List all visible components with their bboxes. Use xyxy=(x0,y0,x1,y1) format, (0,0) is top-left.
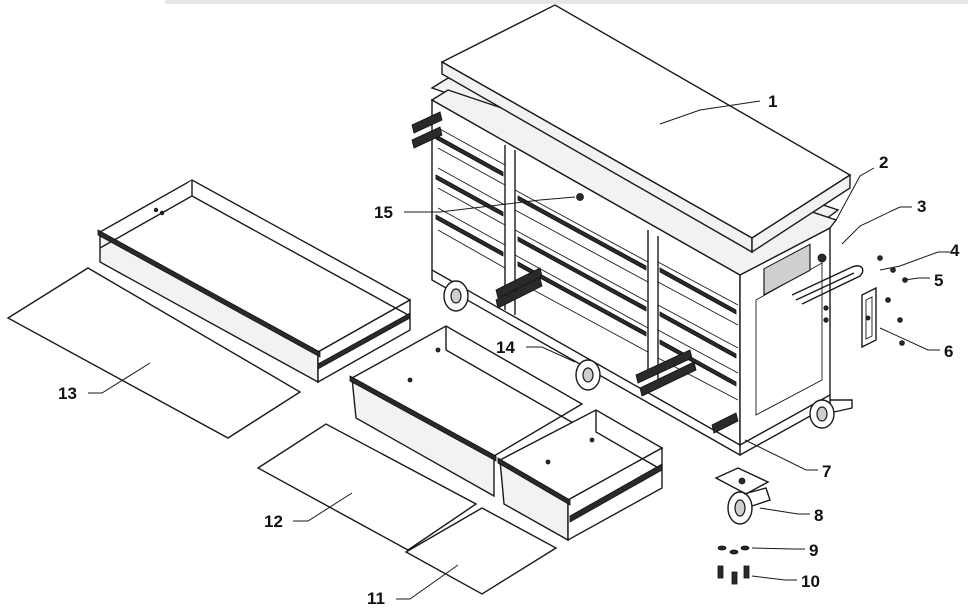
callout-11: 11 xyxy=(367,589,385,608)
cabinet-caster-front-left xyxy=(443,280,469,312)
large-drawer-part xyxy=(97,179,412,384)
callout-12: 12 xyxy=(264,512,283,531)
small-drawer-part xyxy=(497,409,664,542)
drawer-liner-small xyxy=(404,507,558,595)
handle-bracket-part xyxy=(861,286,877,349)
top-strip xyxy=(165,0,968,4)
callout-10: 10 xyxy=(801,572,820,591)
cabinet-caster-front-mid xyxy=(575,359,601,391)
drawer-liner-large xyxy=(6,267,302,439)
leader-lines xyxy=(88,100,950,600)
callout-4: 4 xyxy=(950,241,960,260)
callout-9: 9 xyxy=(809,541,818,560)
callout-15: 15 xyxy=(374,203,393,222)
worktop-part xyxy=(440,4,852,254)
cabinet-caster-right xyxy=(809,399,853,429)
callout-13: 13 xyxy=(58,384,77,403)
medium-drawer-part xyxy=(349,325,584,498)
callout-7: 7 xyxy=(822,462,831,481)
caster-wheel-part xyxy=(714,467,771,525)
callout-labels: 1 2 3 4 5 6 7 8 9 10 11 12 13 14 15 xyxy=(58,92,960,608)
callout-3: 3 xyxy=(917,197,926,216)
screws-part xyxy=(823,255,908,346)
callout-5: 5 xyxy=(934,271,943,290)
caster-bolts-part xyxy=(717,565,750,585)
callout-14: 14 xyxy=(496,338,515,357)
drawer-liner-medium xyxy=(256,423,478,551)
callout-6: 6 xyxy=(944,342,953,361)
callout-1: 1 xyxy=(768,92,777,111)
callout-2: 2 xyxy=(879,153,888,172)
caster-washers-part xyxy=(717,545,750,555)
callout-8: 8 xyxy=(814,506,823,525)
